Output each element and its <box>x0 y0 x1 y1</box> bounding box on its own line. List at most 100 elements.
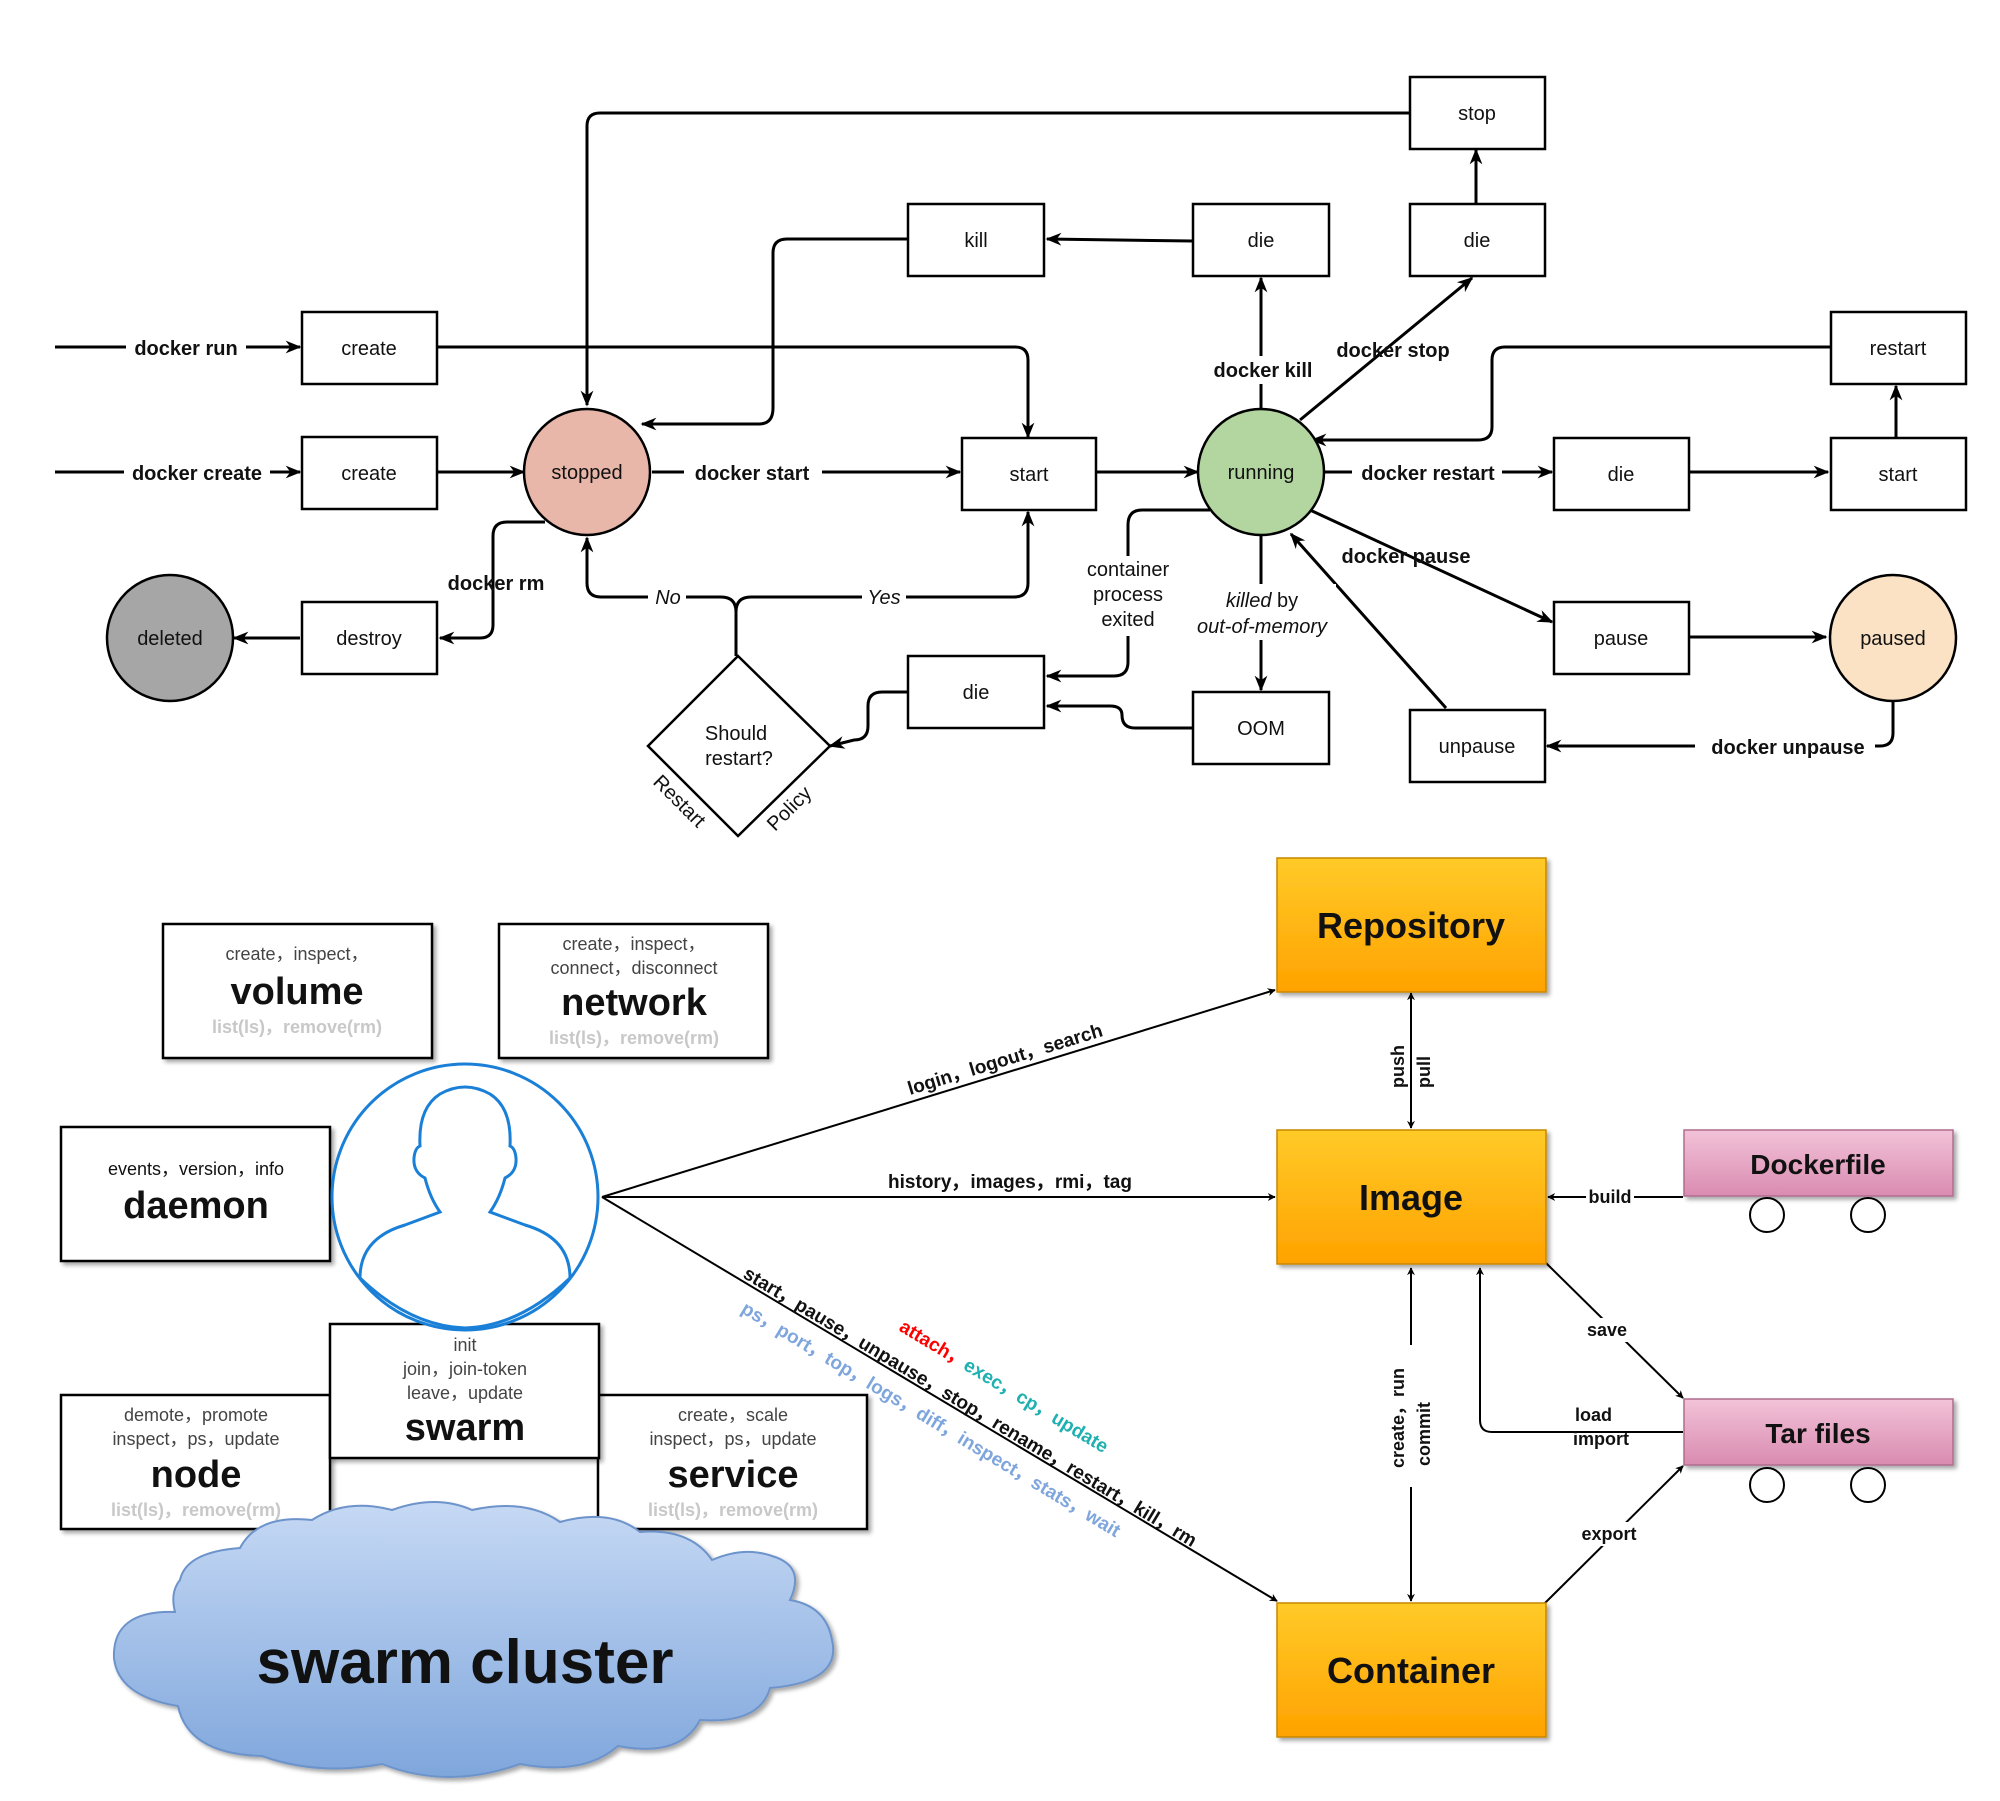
svg-text:Container: Container <box>1327 1650 1495 1691</box>
svg-text:daemon: daemon <box>123 1185 269 1227</box>
svg-text:deleted: deleted <box>137 628 203 650</box>
svg-text:die: die <box>1248 230 1275 252</box>
box-create-run: create <box>300 310 439 386</box>
label-push: push <box>1388 1045 1408 1088</box>
svg-text:destroy: destroy <box>336 628 402 650</box>
commands-section: login，logout，search history，images，rmi，t… <box>59 857 1954 1778</box>
svg-text:die: die <box>963 682 990 704</box>
obj-image: Image <box>1276 1129 1547 1265</box>
svg-text:running: running <box>1228 462 1295 484</box>
box-die-stop: die <box>1408 202 1547 278</box>
svg-text:init: init <box>453 1335 476 1355</box>
arrow-user-repository <box>601 988 1276 1198</box>
svg-text:stop: stop <box>1458 103 1496 125</box>
svg-text:kill: kill <box>964 230 987 252</box>
label-yes: Yes <box>867 587 900 609</box>
svg-text:OOM: OOM <box>1237 718 1285 740</box>
box-start: start <box>960 436 1098 512</box>
lifecycle-section: docker run docker create docker start do… <box>55 75 1968 838</box>
svg-text:unpause: unpause <box>1439 736 1516 758</box>
label-container: container <box>1087 559 1170 581</box>
svg-text:list(ls)，remove(rm): list(ls)，remove(rm) <box>111 1500 281 1520</box>
obj-dockerfile: Dockerfile <box>1683 1129 1954 1233</box>
label-create-run: create，run <box>1388 1368 1408 1468</box>
svg-text:volume: volume <box>230 971 363 1013</box>
label-load: load <box>1575 1405 1612 1425</box>
svg-text:Dockerfile: Dockerfile <box>1750 1149 1885 1180</box>
cmd-volume: create，inspect， volume list(ls)，remove(r… <box>161 922 434 1060</box>
label-docker-stop: docker stop <box>1336 340 1449 362</box>
obj-tarfiles: Tar files <box>1683 1398 1954 1503</box>
arrow-stop-stopped <box>580 111 1410 407</box>
svg-text:connect，disconnect: connect，disconnect <box>550 958 717 978</box>
label-history-images: history，images，rmi，tag <box>888 1172 1132 1193</box>
label-docker-rm: docker rm <box>448 573 545 595</box>
box-pause: pause <box>1552 600 1691 676</box>
svg-text:swarm: swarm <box>405 1407 525 1449</box>
svg-text:stopped: stopped <box>551 462 622 484</box>
label-login-logout-search: login，logout，search <box>905 1020 1105 1099</box>
svg-text:start: start <box>1879 464 1918 486</box>
svg-text:join，join-token: join，join-token <box>402 1359 527 1379</box>
svg-text:node: node <box>151 1454 242 1496</box>
arrow-tar-image-load <box>1476 1267 1683 1433</box>
label-commit: commit <box>1414 1402 1434 1466</box>
svg-text:list(ls)，remove(rm): list(ls)，remove(rm) <box>549 1028 719 1048</box>
arrow-decision-yes <box>734 510 1035 656</box>
cmd-daemon: events，version，info daemon <box>59 1125 332 1263</box>
svg-text:inspect，ps，update: inspect，ps，update <box>649 1429 816 1449</box>
arrow-die-decision <box>828 690 908 749</box>
svg-text:events，version，info: events，version，info <box>108 1159 284 1179</box>
label-docker-start: docker start <box>695 463 810 485</box>
svg-text:create: create <box>341 463 397 485</box>
obj-container: Container <box>1276 1602 1547 1738</box>
svg-text:die: die <box>1608 464 1635 486</box>
svg-text:Repository: Repository <box>1317 905 1505 946</box>
arrow-decision-no <box>580 536 738 613</box>
svg-text:network: network <box>561 982 708 1024</box>
dockerfile-wheel-left <box>1749 1197 1785 1233</box>
label-docker-kill: docker kill <box>1214 360 1313 382</box>
label-process: process <box>1093 584 1163 606</box>
box-kill: kill <box>906 202 1046 278</box>
label-docker-unpause: docker unpause <box>1711 737 1864 759</box>
label-no: No <box>655 587 681 609</box>
label-docker-pause: docker pause <box>1342 546 1471 568</box>
object-connectors <box>601 988 1684 1604</box>
svg-text:die: die <box>1464 230 1491 252</box>
svg-text:create，scale: create，scale <box>678 1405 788 1425</box>
svg-text:create，inspect，: create，inspect， <box>225 944 368 964</box>
label-export: export <box>1581 1524 1636 1544</box>
svg-text:pause: pause <box>1594 628 1649 650</box>
arrow-create-start <box>436 345 1035 439</box>
svg-text:Tar files: Tar files <box>1765 1418 1870 1449</box>
svg-text:paused: paused <box>1860 628 1926 650</box>
cmd-node: demote，promote inspect，ps，update node li… <box>59 1393 332 1531</box>
label-pull: pull <box>1414 1056 1434 1088</box>
svg-text:create: create <box>341 338 397 360</box>
svg-text:service: service <box>667 1454 798 1496</box>
svg-text:start: start <box>1010 464 1049 486</box>
state-circles: stopped running deleted paused <box>105 407 1958 703</box>
svg-text:demote，promote: demote，promote <box>124 1405 268 1425</box>
arrow-running-pause <box>1309 508 1554 624</box>
cmd-service: create，scale inspect，ps，update service l… <box>596 1393 869 1531</box>
decision-should-restart: Should restart? Restart Policy <box>646 654 832 838</box>
box-stop: stop <box>1408 75 1547 151</box>
label-exited: exited <box>1101 609 1154 631</box>
box-create-create: create <box>300 435 439 511</box>
arrow-paused-unpause <box>1545 702 1895 753</box>
arrow-oom-die <box>1045 699 1192 730</box>
box-die-restart: die <box>1552 436 1691 512</box>
svg-text:list(ls)，remove(rm): list(ls)，remove(rm) <box>648 1500 818 1520</box>
label-out-of-memory: out-of-memory <box>1197 616 1328 638</box>
tarfiles-wheel-left <box>1749 1467 1785 1503</box>
box-destroy: destroy <box>300 600 439 676</box>
cloud-label: swarm cluster <box>257 1628 674 1697</box>
arrow-docker-rm <box>438 520 545 645</box>
svg-text:restart?: restart? <box>705 748 773 770</box>
svg-text:Image: Image <box>1359 1177 1463 1218</box>
label-docker-create: docker create <box>132 463 262 485</box>
tarfiles-wheel-right <box>1850 1467 1886 1503</box>
